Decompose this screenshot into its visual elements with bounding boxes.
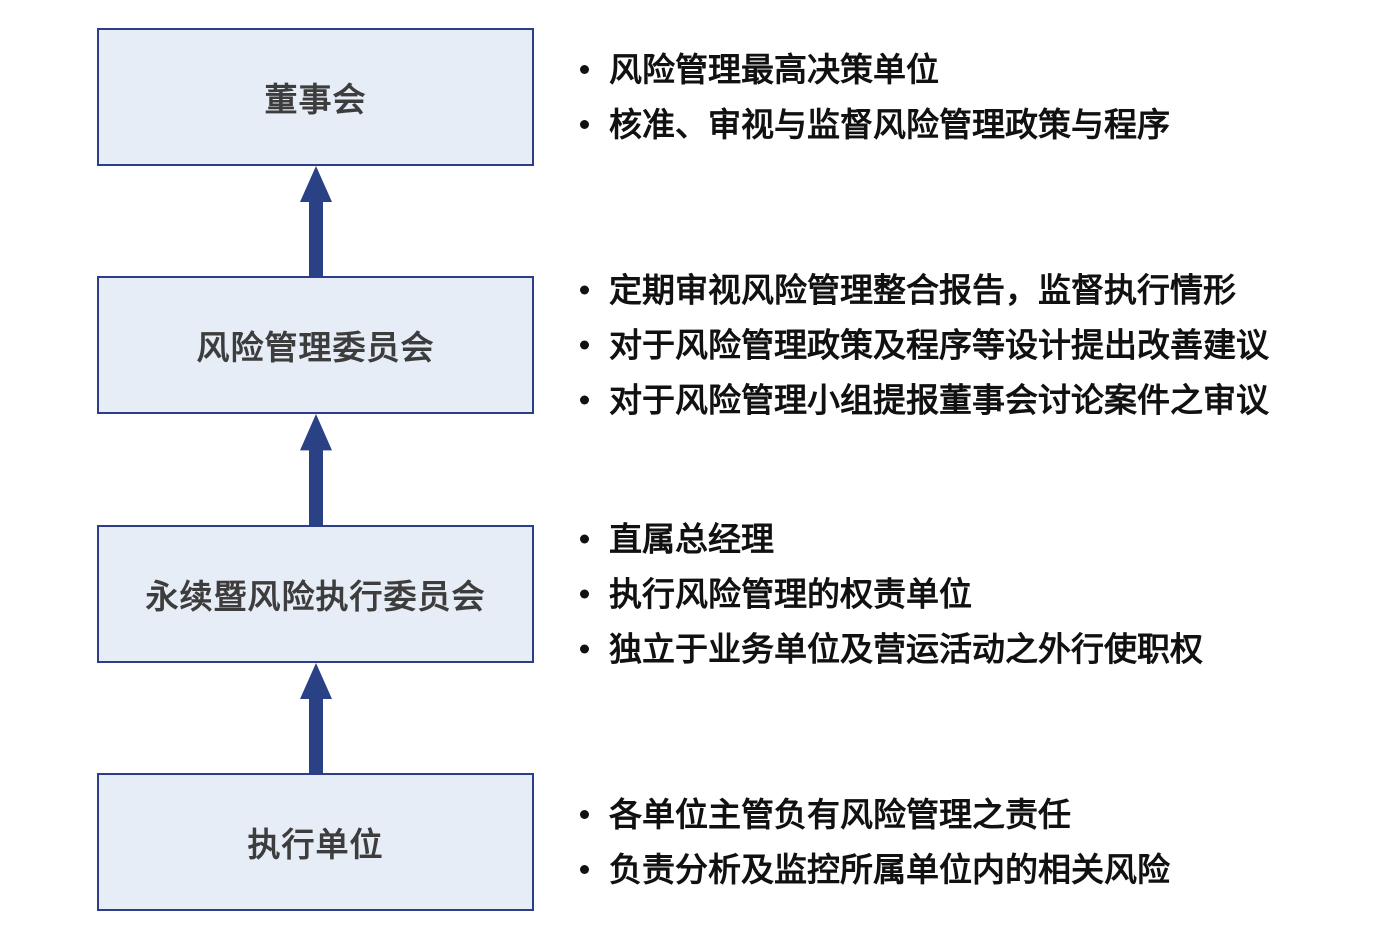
level-title-execution-committee: 永续暨风险执行委员会: [145, 578, 486, 615]
bullet-dot: [580, 589, 589, 599]
bullet-dot: [580, 810, 589, 819]
bullet-text: 负责分析及监控所属单位内的相关风险: [609, 851, 1170, 888]
bullet-item: 对于风险管理政策及程序等设计提出改善建议: [580, 318, 1269, 373]
bullet-item: 负责分析及监控所属单位内的相关风险: [580, 842, 1170, 897]
bullet-list-execution-units: 各单位主管负有风险管理之责任 负责分析及监控所属单位内的相关风险: [580, 787, 1170, 897]
bullet-dot: [580, 395, 589, 405]
bullet-item: 核准、审视与监督风险管理政策与程序: [580, 97, 1170, 152]
bullet-text: 对于风险管理小组提报董事会讨论案件之审议: [609, 381, 1269, 419]
bullet-text: 执行风险管理的权责单位: [609, 575, 972, 613]
level-title-board: 董事会: [264, 81, 367, 118]
up-arrow-icon: [300, 166, 332, 276]
bullet-text: 直属总经理: [609, 520, 774, 558]
bullet-item: 执行风险管理的权责单位: [580, 567, 1203, 622]
bullet-dot: [580, 340, 589, 350]
bullet-list-execution-committee: 直属总经理 执行风险管理的权责单位 独立于业务单位及营运活动之外行使职权: [580, 512, 1203, 677]
bullet-text: 对于风险管理政策及程序等设计提出改善建议: [609, 326, 1269, 364]
bullet-dot: [580, 285, 589, 295]
bullet-dot: [580, 120, 589, 129]
level-title-risk-committee: 风险管理委员会: [196, 329, 435, 366]
bullet-dot: [580, 65, 589, 74]
bullet-text: 风险管理最高决策单位: [609, 51, 939, 88]
level-box-execution-units: 执行单位: [97, 773, 534, 911]
bullet-text: 各单位主管负有风险管理之责任: [609, 796, 1071, 833]
bullet-dot: [580, 534, 589, 544]
level-box-execution-committee: 永续暨风险执行委员会: [97, 525, 534, 663]
bullet-item: 直属总经理: [580, 512, 1203, 567]
bullet-list-board: 风险管理最高决策单位 核准、审视与监督风险管理政策与程序: [580, 42, 1170, 152]
bullet-text: 定期审视风险管理整合报告，监督执行情形: [609, 271, 1236, 309]
bullet-item: 定期审视风险管理整合报告，监督执行情形: [580, 263, 1269, 318]
bullet-item: 风险管理最高决策单位: [580, 42, 1170, 97]
bullet-text: 核准、审视与监督风险管理政策与程序: [609, 106, 1170, 143]
bullet-item: 各单位主管负有风险管理之责任: [580, 787, 1170, 842]
bullet-item: 对于风险管理小组提报董事会讨论案件之审议: [580, 373, 1269, 428]
bullet-item: 独立于业务单位及营运活动之外行使职权: [580, 622, 1203, 677]
level-box-risk-committee: 风险管理委员会: [97, 276, 534, 414]
up-arrow-icon: [300, 414, 332, 525]
level-title-execution-units: 执行单位: [247, 826, 384, 863]
bullet-dot: [580, 644, 589, 654]
bullet-text: 独立于业务单位及营运活动之外行使职权: [609, 630, 1203, 668]
up-arrow-icon: [300, 663, 332, 773]
level-box-board: 董事会: [97, 28, 534, 166]
bullet-dot: [580, 865, 589, 874]
bullet-list-risk-committee: 定期审视风险管理整合报告，监督执行情形 对于风险管理政策及程序等设计提出改善建议…: [580, 263, 1269, 428]
